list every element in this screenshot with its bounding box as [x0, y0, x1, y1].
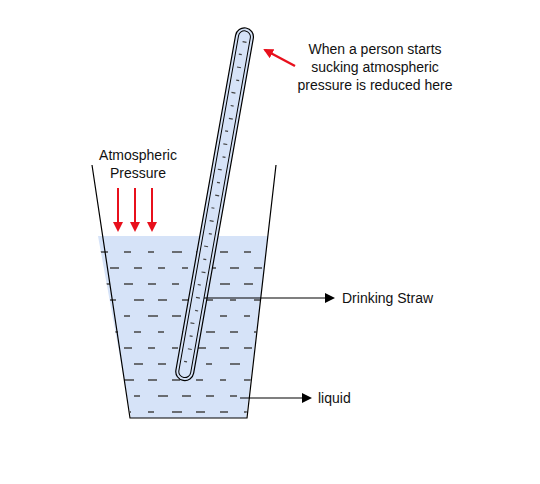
- label-text: Drinking Straw: [342, 289, 433, 307]
- leader-line: [240, 397, 310, 398]
- drinking-straw: [174, 26, 255, 382]
- pressure-label: Atmospheric Pressure: [78, 146, 198, 182]
- part-label: liquid: [318, 389, 351, 407]
- callout-arrow: [265, 50, 295, 66]
- callout-note: When a person starts sucking atmospheric…: [288, 40, 462, 94]
- pressure-arrow: [117, 188, 119, 230]
- pressure-arrow: [134, 188, 136, 230]
- part-label: Drinking Straw: [342, 289, 433, 307]
- label-text: liquid: [318, 389, 351, 407]
- leader-line: [204, 297, 333, 298]
- pressure-arrow: [151, 188, 153, 230]
- label-text: Atmospheric Pressure: [78, 146, 198, 182]
- liquid-texture: [100, 252, 264, 412]
- callout-text: When a person starts sucking atmospheric…: [288, 40, 462, 94]
